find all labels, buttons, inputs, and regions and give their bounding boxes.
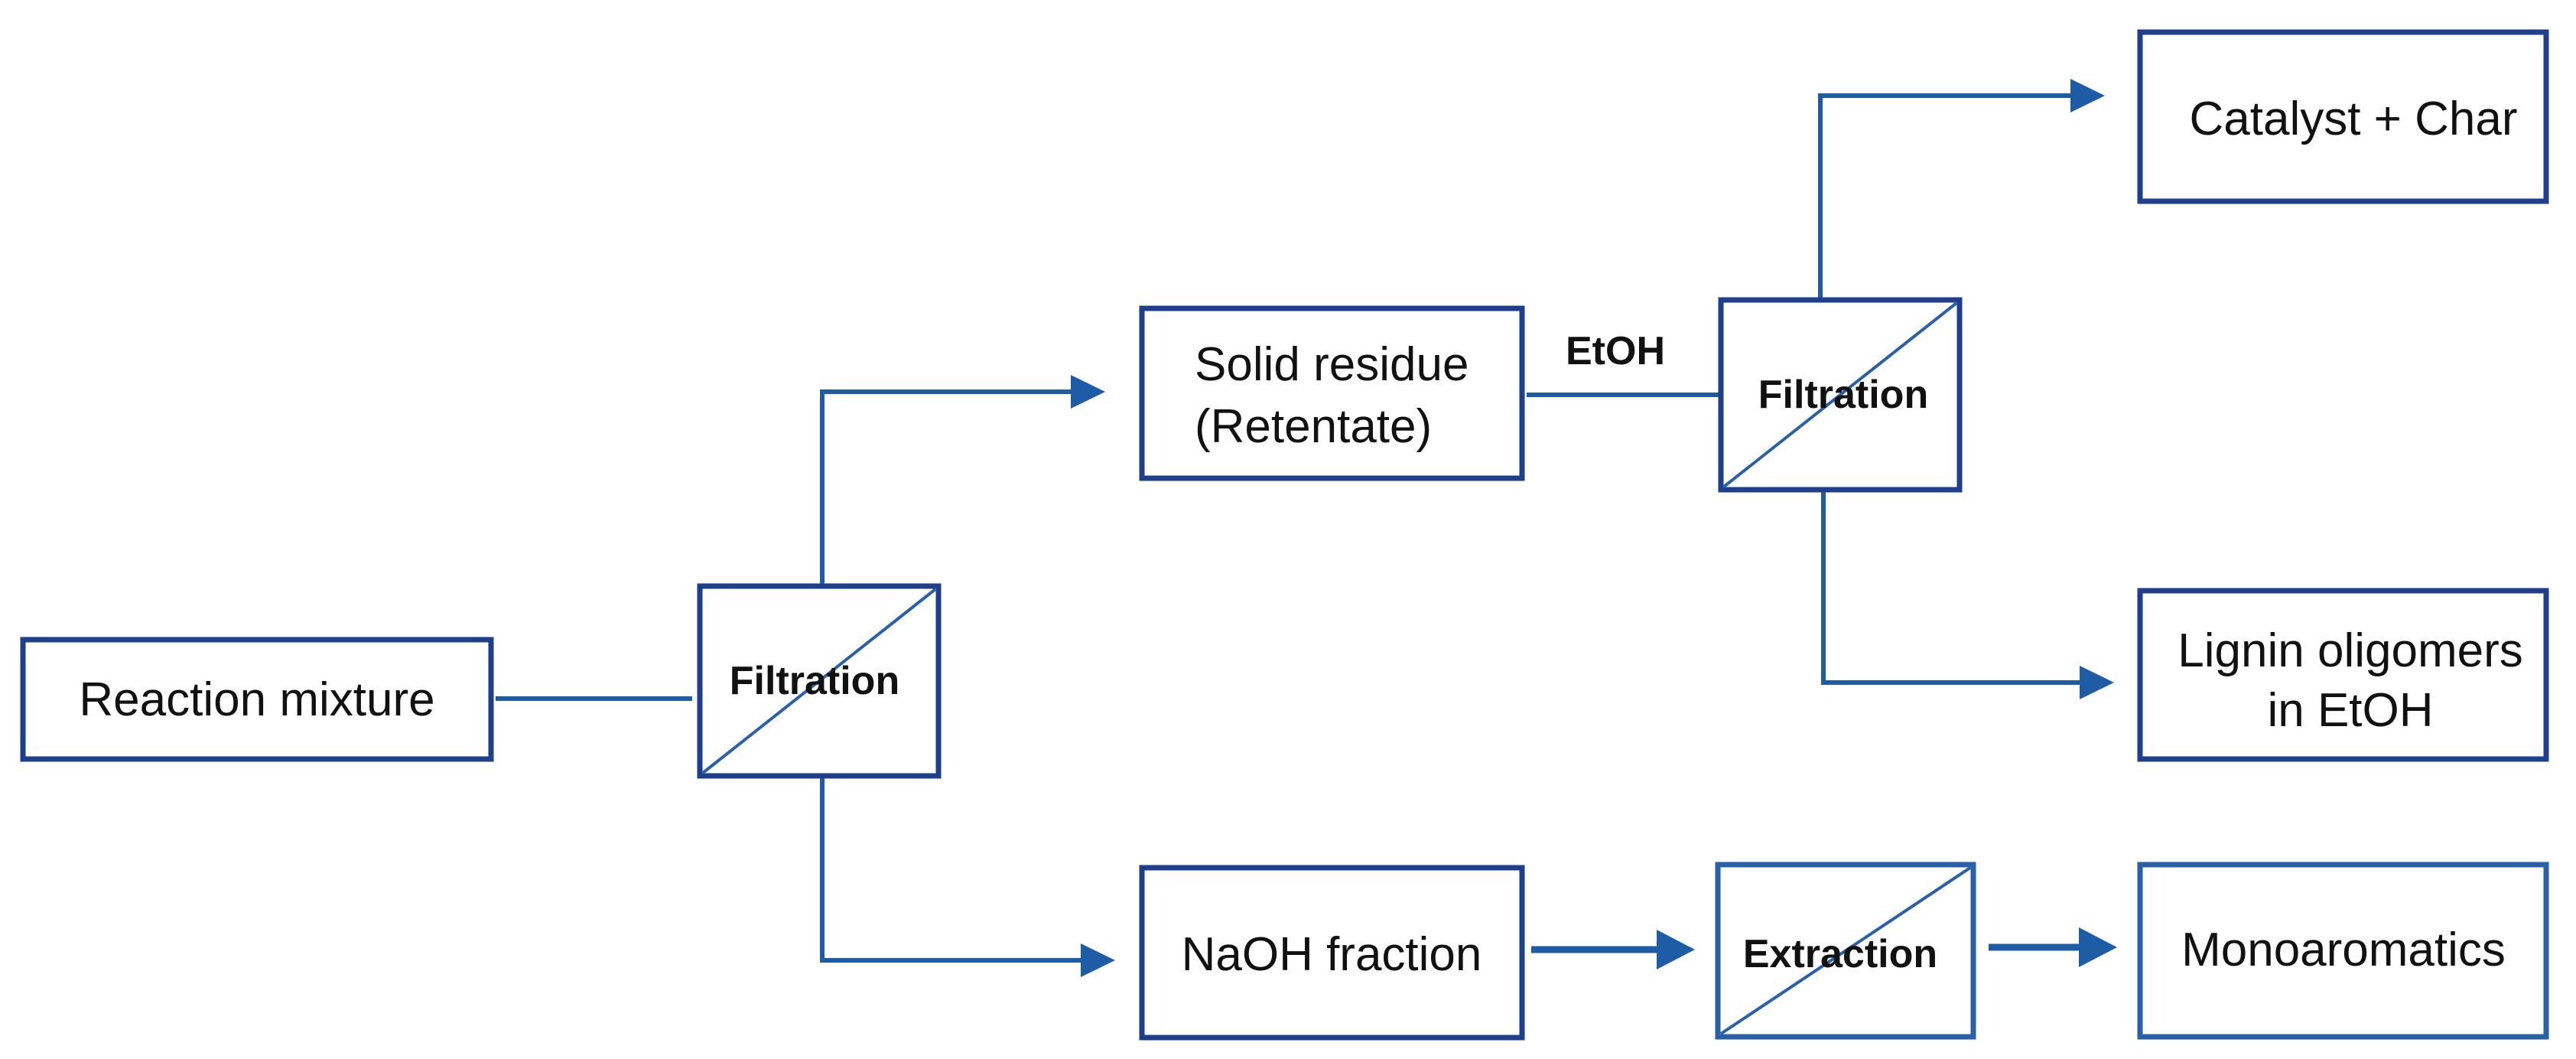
etoh-label: EtOH: [1566, 329, 1665, 373]
monoaromatics-label: Monoaromatics: [2181, 924, 2506, 976]
lignin-oligomers-label-line2: in EtOH: [2267, 684, 2433, 737]
solid-residue-node: Solid residue (Retentate): [1139, 305, 1525, 481]
solid-residue-label-line2: (Retentate): [1195, 400, 1432, 453]
catalyst-char-node: Catalyst + Char: [2137, 29, 2549, 204]
arrowhead-monoaromatics: [2079, 927, 2117, 967]
filtration-1-divider: [701, 588, 937, 774]
lignin-oligomers-node: Lignin oligomers in EtOH: [2137, 588, 2549, 762]
connector-filtration-2-to-lignin: [1821, 491, 2080, 685]
monoaromatics-node: Monoaromatics: [2137, 862, 2549, 1040]
extraction-divider: [1719, 866, 1972, 1035]
connector-filtration-2-to-catalyst: [1818, 93, 2073, 298]
naoh-fraction-node: NaOH fraction: [1139, 865, 1525, 1041]
filtration-1-node: Filtration: [697, 583, 942, 779]
filtration-1-label: Filtration: [730, 659, 899, 703]
catalyst-char-label: Catalyst + Char: [2189, 93, 2517, 145]
arrowhead-catalyst: [2070, 79, 2105, 112]
reaction-mixture-node: Reaction mixture: [20, 637, 494, 762]
arrowhead-naoh: [1081, 943, 1115, 977]
connector-filtration-to-naoh: [820, 777, 1085, 963]
extraction-node: Extraction: [1715, 862, 1976, 1040]
arrowhead-lignin: [2080, 666, 2114, 699]
lignin-oligomers-label-line1: Lignin oligomers: [2178, 624, 2522, 677]
filtration-2-divider: [1722, 301, 1958, 488]
extraction-label: Extraction: [1743, 932, 1937, 976]
connector-filtration-to-solid-residue: [820, 389, 1078, 585]
naoh-fraction-label: NaOH fraction: [1182, 928, 1482, 981]
arrowhead-extraction: [1657, 930, 1695, 969]
reaction-mixture-label: Reaction mixture: [79, 673, 434, 726]
arrowhead-solid-residue: [1071, 375, 1105, 409]
filtration-2-node: Filtration: [1718, 297, 1963, 493]
filtration-2-label: Filtration: [1758, 373, 1928, 417]
solid-residue-label-line1: Solid residue: [1195, 338, 1469, 391]
connectors: [496, 79, 2117, 977]
